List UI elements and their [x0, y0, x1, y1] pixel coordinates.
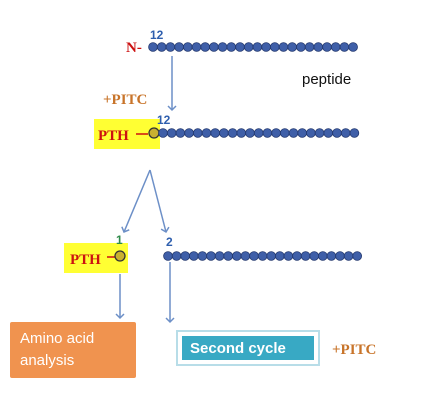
phenyl-ring-icon: [148, 127, 160, 139]
amino-acid-bead: [317, 251, 328, 261]
amino-acid-bead: [171, 251, 182, 261]
amino-acid-bead: [279, 128, 290, 138]
amino-acid-bead: [232, 251, 242, 261]
amino-acid-bead: [219, 128, 229, 138]
amino-acid-bead: [306, 128, 316, 138]
amino-acid-bead: [175, 128, 186, 138]
amino-acid-bead: [257, 251, 268, 261]
pth-label-bottom: PTH: [70, 252, 101, 268]
amino-acid-bead: [278, 42, 289, 52]
amino-acid-bead: [339, 42, 350, 52]
position-12-label-mid: 12: [157, 113, 171, 127]
amino-acid-bead: [323, 128, 334, 138]
peptide-label: peptide: [302, 71, 351, 88]
amino-acid-bead: [261, 42, 271, 52]
amino-acid-bead: [184, 128, 194, 138]
amino-acid-analysis-box: Amino acid analysis: [10, 322, 136, 378]
amino-acid-bead: [252, 42, 263, 52]
amino-acid-bead: [262, 128, 273, 138]
amino-acid-bead: [236, 128, 247, 138]
amino-acid-bead: [343, 251, 354, 261]
peptide-chain-labeled: [158, 128, 360, 138]
amino-acid-bead: [314, 128, 325, 138]
amino-acid-bead: [313, 42, 324, 52]
amino-acid-bead: [163, 251, 173, 261]
amino-acid-bead: [158, 128, 168, 138]
amino-acid-bead: [283, 251, 294, 261]
amino-acid-bead: [183, 42, 193, 52]
amino-acid-bead: [340, 128, 351, 138]
amino-acid-bead: [297, 128, 308, 138]
amino-acid-bead: [200, 42, 211, 52]
amino-acid-bead: [271, 128, 281, 138]
amino-acid-bead: [240, 251, 251, 261]
peptide-chain-shortened: [163, 251, 363, 261]
amino-acid-bead: [309, 251, 320, 261]
pth-label-top: PTH: [98, 128, 129, 144]
phenyl-ring-icon: [114, 250, 126, 262]
amino-acid-bead: [274, 251, 285, 261]
amino-acid-bead: [300, 251, 311, 261]
pitc-label-bottom: +PITC: [332, 342, 376, 358]
amino-acid-bead: [201, 128, 212, 138]
amino-acid-bead: [269, 42, 280, 52]
second-cycle-box: Second cycle: [176, 330, 320, 366]
amino-acid-bead: [243, 42, 254, 52]
amino-acid-bead: [326, 251, 337, 261]
amino-acid-bead: [304, 42, 315, 52]
amino-acid-bead: [214, 251, 225, 261]
amino-acid-bead: [288, 128, 299, 138]
amino-acid-bead: [180, 251, 191, 261]
amino-acid-bead: [226, 42, 237, 52]
amino-acid-bead: [253, 128, 264, 138]
position-12-label-top: 12: [150, 28, 164, 42]
amino-acid-bead: [165, 42, 176, 52]
amino-acid-bead: [296, 42, 306, 52]
amino-acid-bead: [223, 251, 234, 261]
amino-acid-bead: [227, 128, 238, 138]
amino-acid-bead: [206, 251, 216, 261]
amino-acid-bead: [348, 42, 358, 52]
amino-acid-analysis-line2: analysis: [20, 352, 75, 369]
n-terminus-label: N-: [126, 40, 142, 56]
amino-acid-bead: [332, 128, 342, 138]
amino-acid-bead: [209, 42, 219, 52]
amino-acid-bead: [148, 42, 158, 52]
amino-acid-bead: [174, 42, 184, 52]
amino-acid-bead: [235, 42, 245, 52]
split-arrow-right: [149, 169, 170, 234]
amino-acid-bead: [292, 251, 302, 261]
amino-acid-bead: [322, 42, 332, 52]
amino-acid-bead: [287, 42, 298, 52]
position-1-label: 1: [116, 233, 123, 247]
amino-acid-bead: [166, 128, 177, 138]
second-cycle-fill: Second cycle: [182, 336, 314, 360]
amino-acid-bead: [330, 42, 341, 52]
amino-acid-bead: [245, 128, 255, 138]
amino-acid-bead: [352, 251, 363, 261]
amino-acid-bead: [197, 251, 208, 261]
amino-acid-bead: [210, 128, 221, 138]
amino-acid-bead: [193, 128, 203, 138]
amino-acid-analysis-line1: Amino acid: [20, 330, 95, 347]
pitc-label-top: +PITC: [103, 92, 147, 108]
split-arrow-left: [121, 169, 151, 233]
second-cycle-label: Second cycle: [190, 340, 286, 357]
amino-acid-bead: [217, 42, 228, 52]
amino-acid-bead: [156, 42, 167, 52]
peptide-chain-full: [148, 42, 358, 52]
amino-acid-bead: [349, 128, 360, 138]
position-2-label: 2: [166, 235, 173, 249]
amino-acid-bead: [189, 251, 199, 261]
amino-acid-bead: [249, 251, 259, 261]
amino-acid-bead: [191, 42, 202, 52]
amino-acid-bead: [266, 251, 277, 261]
amino-acid-bead: [335, 251, 345, 261]
